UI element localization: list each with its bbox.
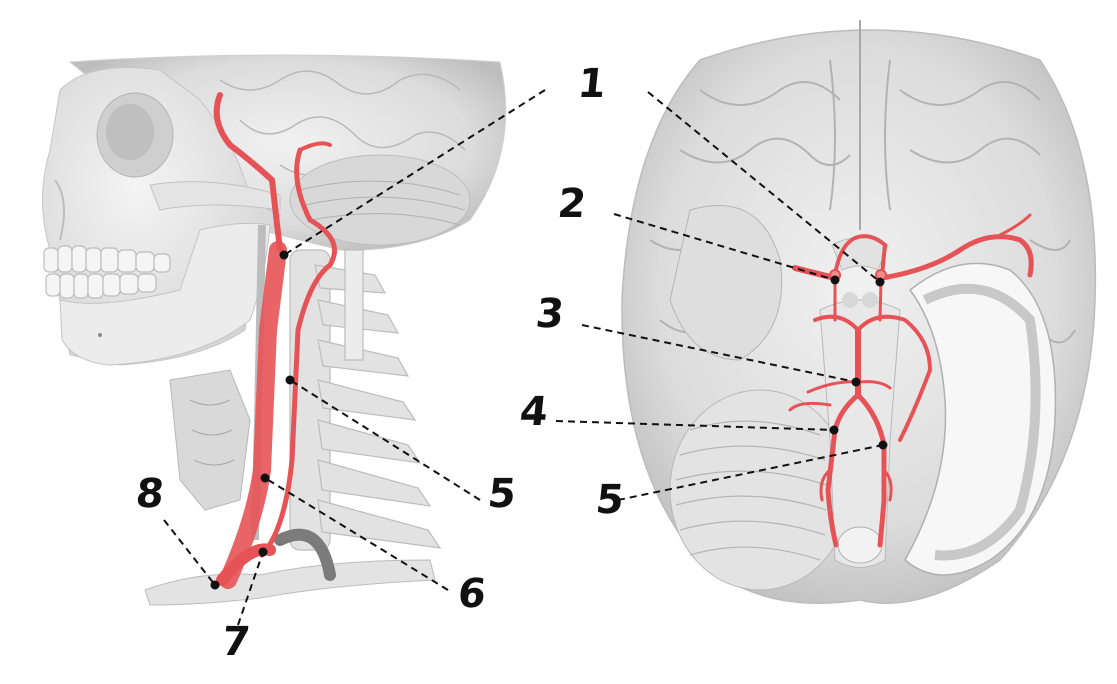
cervical-spine xyxy=(289,249,442,551)
posterior-cerebral xyxy=(813,314,933,442)
cerebellum-inferior xyxy=(669,389,851,591)
leader-right-3 xyxy=(581,324,857,383)
cut-section xyxy=(904,262,1057,576)
vertebral-artery-left xyxy=(825,392,861,548)
middle-cerebral-right xyxy=(879,234,1034,281)
leader-left-7 xyxy=(237,551,264,626)
leader-right-1 xyxy=(647,91,881,283)
leader-left-1 xyxy=(283,89,546,256)
leader-right-4 xyxy=(555,420,835,431)
lateral-view xyxy=(42,54,507,606)
label-left-7: 7 xyxy=(219,619,253,665)
vertebral-artery xyxy=(259,147,337,558)
pointer-dots xyxy=(210,250,888,590)
larynx xyxy=(169,369,251,511)
leader-right-5 xyxy=(617,444,884,501)
vertebral-artery-right xyxy=(855,392,887,548)
label-left-5: 5 xyxy=(485,471,519,517)
leader-left-8 xyxy=(163,519,216,586)
teeth xyxy=(43,245,171,299)
cerebellum-lateral xyxy=(289,154,471,246)
arteries-lateral xyxy=(213,92,337,589)
label-right-5: 5 xyxy=(593,477,627,523)
label-right-2: 2 xyxy=(555,181,589,227)
label-right-3: 3 xyxy=(533,291,567,337)
leader-right-2 xyxy=(613,213,836,281)
label-right-4: 4 xyxy=(517,389,551,435)
label-left-8: 8 xyxy=(133,471,167,517)
leader-lines xyxy=(163,89,884,626)
leader-left-5 xyxy=(289,379,481,501)
label-left-6: 6 xyxy=(455,571,489,617)
anterior-communicating xyxy=(833,234,888,277)
clavicle xyxy=(144,559,436,606)
inferior-view xyxy=(621,20,1097,604)
label-left-1: 1 xyxy=(575,61,609,107)
internal-carotid-artery xyxy=(213,92,283,253)
